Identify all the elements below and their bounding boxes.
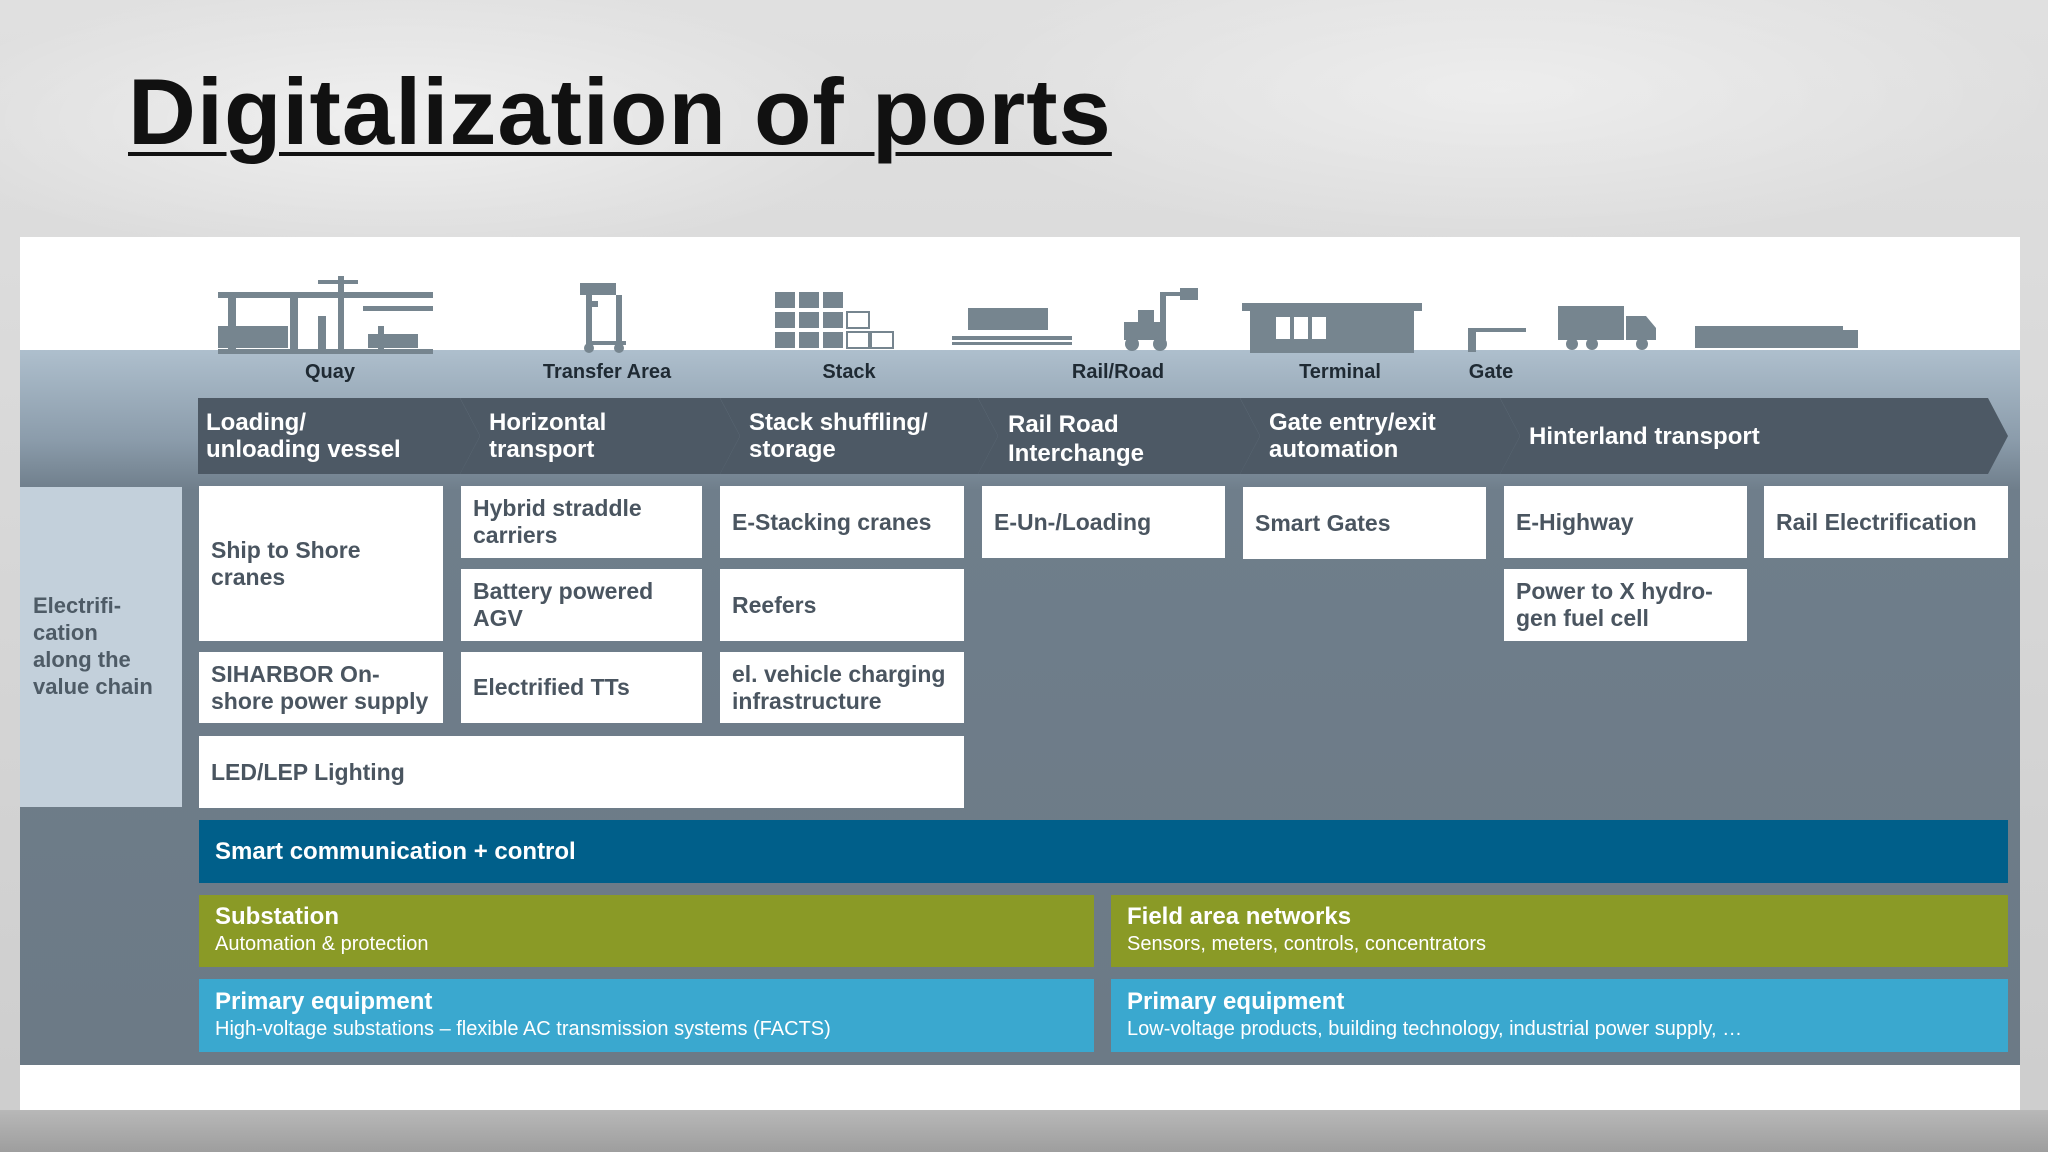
solution-line: el. vehicle charging bbox=[732, 660, 946, 687]
page-title: Digitalization of ports bbox=[128, 59, 1112, 164]
truck-icon bbox=[1558, 306, 1656, 350]
primary-equipment-hv-title: Primary equipment bbox=[215, 988, 433, 1015]
field-area-networks-title: Field area networks bbox=[1127, 903, 1352, 930]
solution-e-highway: E-Highway bbox=[1504, 486, 1747, 558]
terminal-building-icon bbox=[1242, 303, 1422, 353]
solution-line: infrastructure bbox=[732, 687, 882, 714]
process-label-line: Stack shuffling/ bbox=[749, 409, 928, 436]
primary-equipment-lv-bar: Primary equipment Low-voltage products, … bbox=[1111, 979, 2008, 1052]
solution-line: LED/LEP Lighting bbox=[211, 758, 405, 785]
process-label-gate: Gate entry/exit automation bbox=[1269, 409, 1436, 463]
stage-label-stack: Stack bbox=[822, 361, 876, 383]
process-label-horizontal: Horizontal transport bbox=[489, 409, 606, 463]
stage-label-rail-road: Rail/Road bbox=[1071, 361, 1165, 383]
solution-siharbor-onshore-power: SIHARBOR On-shore power supply bbox=[199, 652, 443, 723]
quay-crane-icon bbox=[218, 276, 433, 354]
solution-line: E-Stacking cranes bbox=[732, 508, 932, 535]
process-label-line: Loading/ bbox=[206, 409, 306, 436]
solution-line: gen fuel cell bbox=[1516, 605, 1649, 631]
straddle-carrier-icon bbox=[580, 283, 626, 353]
solution-rail-electrification: Rail Electrification bbox=[1764, 486, 2008, 558]
field-area-networks-subtitle: Sensors, meters, controls, concentrators bbox=[1127, 933, 1487, 955]
rail-wagon-icon bbox=[952, 308, 1072, 345]
primary-equipment-hv-bar: Primary equipment High-voltage substatio… bbox=[199, 979, 1094, 1052]
process-chevron-hinterland bbox=[1500, 398, 2008, 474]
process-chevron-rail-road bbox=[978, 398, 1260, 474]
trailer-icon bbox=[1695, 326, 1858, 348]
stage-label-gate: Gate bbox=[1468, 361, 1514, 383]
electrification-label: Electrifi- cation along the value chain bbox=[33, 592, 178, 700]
process-label-line: transport bbox=[489, 436, 595, 463]
solution-line: Reefers bbox=[732, 591, 817, 618]
smart-communication-bar: Smart communication + control bbox=[199, 820, 2008, 883]
process-label-line: Gate entry/exit bbox=[1269, 409, 1436, 436]
process-chevron-gate bbox=[1240, 398, 1520, 474]
process-label-stack: Stack shuffling/ storage bbox=[749, 409, 928, 463]
solution-line: cranes bbox=[211, 563, 286, 590]
substation-bar: Substation Automation & protection bbox=[199, 895, 1094, 967]
solution-line: Hybrid straddle bbox=[473, 495, 642, 521]
process-label-loading: Loading/ unloading vessel bbox=[206, 409, 401, 463]
process-label-rail-road: Rail Road Interchange bbox=[1008, 410, 1144, 468]
forklift-icon bbox=[1124, 288, 1198, 351]
process-chevron-stack bbox=[720, 398, 998, 474]
process-label-line: Horizontal bbox=[489, 409, 607, 436]
solution-power-to-x: Power to X hydro-gen fuel cell bbox=[1504, 569, 1747, 641]
solution-line: SIHARBOR On- bbox=[211, 660, 380, 687]
process-label-line: automation bbox=[1269, 436, 1399, 463]
process-label-line: Hinterland transport bbox=[1529, 423, 1760, 450]
electrification-label-line: cation bbox=[33, 620, 98, 645]
solution-line: Ship to Shore bbox=[211, 536, 361, 563]
process-label-hinterland: Hinterland transport bbox=[1529, 423, 1760, 450]
substation-subtitle: Automation & protection bbox=[215, 933, 429, 955]
solution-line: E-Un-/Loading bbox=[994, 508, 1152, 535]
solution-reefers: Reefers bbox=[720, 569, 964, 641]
primary-equipment-hv-subtitle: High-voltage substations – flexible AC t… bbox=[215, 1018, 831, 1040]
substation-title: Substation bbox=[215, 903, 339, 930]
solution-electrified-tts: Electrified TTs bbox=[461, 652, 702, 723]
stage-label-quay: Quay bbox=[304, 361, 356, 383]
container-stack-icon bbox=[775, 292, 894, 349]
electrification-sidebar bbox=[20, 487, 182, 807]
solution-line: AGV bbox=[473, 605, 523, 631]
stage-label-terminal: Terminal bbox=[1299, 361, 1381, 383]
electrification-label-line: value chain bbox=[33, 674, 153, 699]
stage-label-transfer-area: Transfer Area bbox=[542, 361, 672, 383]
primary-equipment-lv-subtitle: Low-voltage products, building technolog… bbox=[1127, 1018, 1743, 1040]
solution-e-stacking-cranes: E-Stacking cranes bbox=[720, 486, 964, 558]
process-label-line: Rail Road bbox=[1008, 411, 1119, 438]
background-ground bbox=[0, 1110, 2048, 1152]
process-chevron-horizontal bbox=[460, 398, 740, 474]
solution-smart-gates: Smart Gates bbox=[1243, 487, 1486, 559]
primary-equipment-lv-title: Primary equipment bbox=[1127, 988, 1345, 1015]
electrification-label-line: Electrifi- bbox=[33, 593, 122, 618]
solution-line: carriers bbox=[473, 522, 558, 548]
solution-line: shore power supply bbox=[211, 687, 429, 714]
solution-line: Smart Gates bbox=[1255, 509, 1391, 536]
solution-line: E-Highway bbox=[1516, 508, 1634, 535]
solution-line: Rail Electrification bbox=[1776, 508, 1977, 535]
electrification-label-line: along the bbox=[33, 647, 131, 672]
gate-barrier-icon bbox=[1468, 328, 1526, 352]
solution-line: Electrified TTs bbox=[473, 674, 630, 700]
process-label-line: storage bbox=[749, 436, 836, 463]
field-area-networks-bar: Field area networks Sensors, meters, con… bbox=[1111, 895, 2008, 967]
solution-line: Power to X hydro- bbox=[1516, 578, 1713, 604]
process-label-line: unloading vessel bbox=[206, 436, 401, 463]
solution-line: Battery powered bbox=[473, 578, 654, 604]
smart-communication-label: Smart communication + control bbox=[215, 837, 576, 865]
solution-e-unloading: E-Un-/Loading bbox=[982, 486, 1225, 558]
process-chevron-loading bbox=[198, 398, 480, 474]
solution-led-lighting: LED/LEP Lighting bbox=[199, 736, 964, 808]
process-label-line: Interchange bbox=[1008, 440, 1145, 467]
